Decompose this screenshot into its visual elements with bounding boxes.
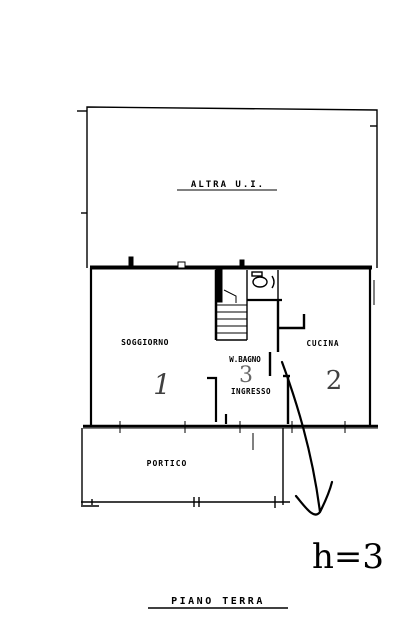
bathroom-walls [246,270,282,302]
room-number-center: 3 [239,363,253,388]
kitchen-walls [268,300,306,424]
room-label-wc: W.BAGNO [229,355,261,364]
entrance-walls [207,376,228,424]
annex-label: ALTRA U.I. [191,180,265,190]
room-label-porch: PORTICO [147,459,188,468]
room-label-entrance: INGRESSO [231,387,271,396]
page-title: PIANO TERRA [171,596,265,607]
north-wall [90,256,372,270]
handwritten-height: h=3 [312,537,384,577]
porch [81,428,290,508]
room-label-kitchen: CUCINA [306,339,339,348]
handwritten-pointer [280,360,334,516]
south-windows [119,421,346,450]
outer-walls [83,268,378,429]
room-number-kitchen: 2 [326,366,343,396]
room-label-living: SOGGIORNO [121,338,169,347]
annex-outline [77,106,378,268]
room-number-living: 1 [153,368,171,401]
staircase [214,269,248,341]
